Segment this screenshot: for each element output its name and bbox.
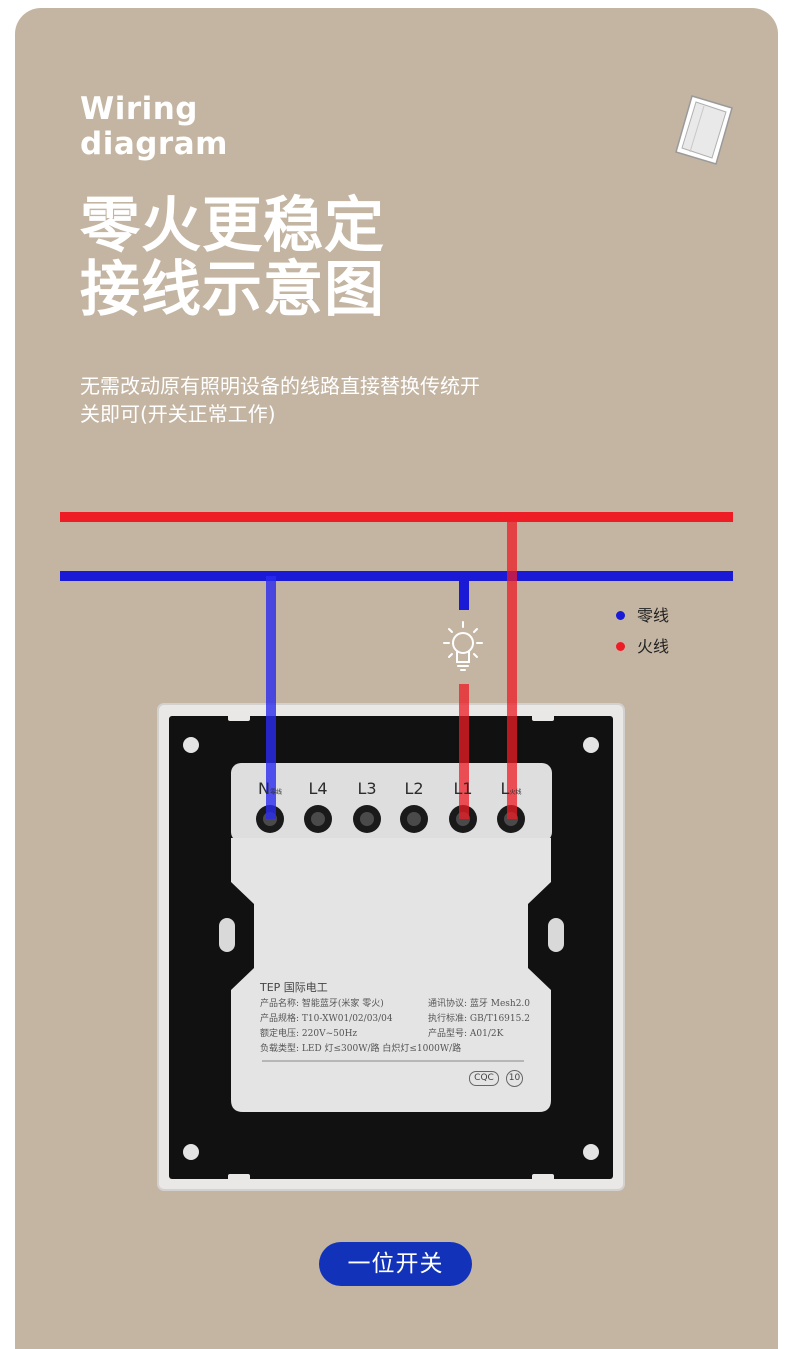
terminal-label-N: N零线 — [258, 779, 282, 798]
spec-right-2: 执行标准: GB/T16915.2 — [428, 1014, 530, 1024]
description-text: 无需改动原有照明设备的线路直接替换传统开 关即可(开关正常工作) — [80, 374, 480, 426]
terminal-label-L: L火线 — [500, 779, 522, 798]
chinese-title: 零火更稳定 接线示意图 — [80, 191, 385, 325]
screw-hole-tr — [583, 737, 599, 753]
terminal-label-L1: L1 — [453, 779, 473, 798]
screw-hole-br — [583, 1144, 599, 1160]
module-body — [231, 838, 551, 1112]
screw-hole-bl — [183, 1144, 199, 1160]
terminal-label-L3: L3 — [357, 779, 377, 798]
terminal-label-L4: L4 — [308, 779, 328, 798]
brand-label: TEP 国际电工 — [260, 981, 328, 994]
spec-right-3: 产品型号: A01/2K — [428, 1029, 504, 1039]
terminal-label-L2: L2 — [404, 779, 424, 798]
spec-line-1: 产品名称: 智能蓝牙(米家 零火) — [260, 999, 384, 1009]
neutral-wire-main — [60, 571, 733, 581]
spec-line-4: 负载类型: LED 灯≤300W/路 白炽灯≤1000W/路 — [260, 1044, 462, 1054]
neutral-lamp-branch — [459, 576, 469, 610]
legend-live-label: 火线 — [637, 637, 670, 656]
wire-legend: 零线 火线 — [616, 600, 669, 662]
spec-line-2: 产品规格: T10-XW01/02/03/04 — [260, 1014, 393, 1024]
spec-line-3: 额定电压: 220V~50Hz — [260, 1029, 358, 1039]
ten-amp-mark: 10 — [506, 1070, 523, 1087]
switch-icon — [675, 95, 733, 165]
live-wire-main — [60, 512, 733, 522]
cqc-mark: CQC — [469, 1071, 499, 1086]
english-title: Wiring diagram — [80, 91, 228, 162]
load-wire-to-L1 — [459, 684, 469, 819]
legend-neutral-label: 零线 — [637, 606, 670, 625]
live-dot-icon — [616, 642, 625, 651]
light-bulb-icon — [443, 621, 483, 671]
spec-right-1: 通讯协议: 蓝牙 Mesh2.0 — [428, 999, 531, 1009]
terminal-sub-N: 零线 — [269, 789, 282, 796]
terminal-sub-L: 火线 — [509, 789, 522, 796]
screw-hole-tl — [183, 737, 199, 753]
switch-type-badge: 一位开关 — [319, 1242, 472, 1286]
legend-neutral: 零线 — [616, 600, 669, 631]
neutral-wire-to-N — [266, 576, 276, 819]
neutral-dot-icon — [616, 611, 625, 620]
live-wire-to-L — [507, 517, 517, 819]
legend-live: 火线 — [616, 631, 669, 662]
